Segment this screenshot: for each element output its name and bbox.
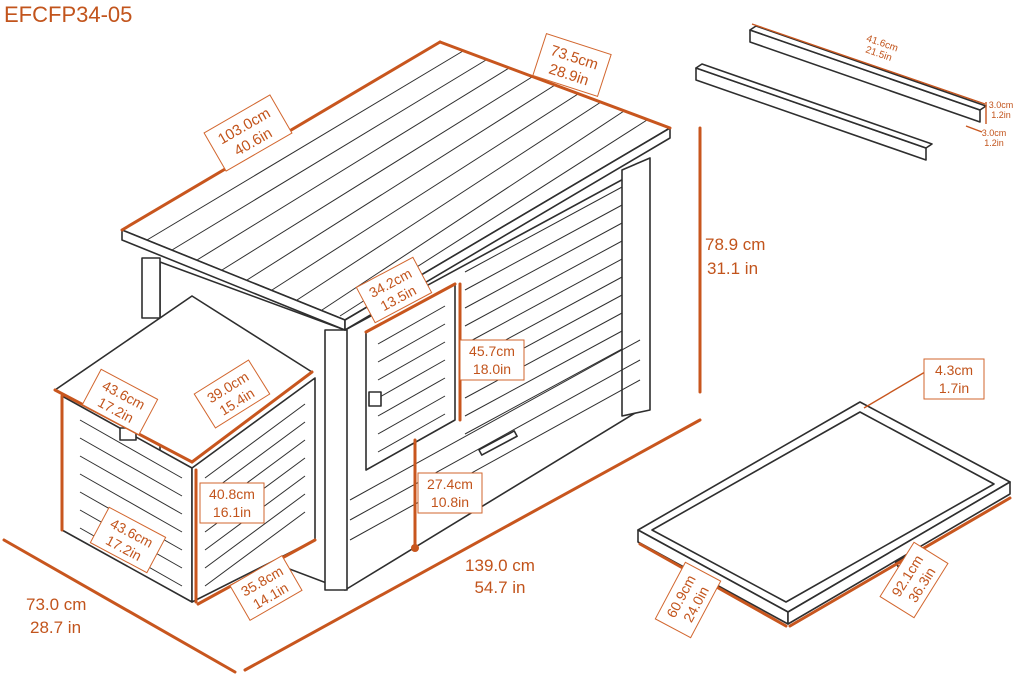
coop-door-slats (377, 305, 446, 453)
label-total-height-cm: 78.9 cm (705, 235, 765, 254)
dim-line-total-length (243, 418, 702, 672)
dim-line-nest-lid-depth (190, 370, 314, 464)
label-floor-clearance: 27.4cm 10.8in (417, 472, 483, 514)
label-perch-length: 41.6cm 21.5in (864, 33, 900, 64)
label-total-height: 78.9 cm 31.1 in (705, 235, 765, 278)
label-door-height-in: 18.0in (473, 361, 511, 377)
tray-inner (651, 411, 995, 603)
dim-line-total-depth (2, 538, 237, 674)
label-floor-clearance-in: 10.8in (431, 494, 469, 510)
label-total-depth-in: 28.7 in (30, 618, 81, 637)
label-tray-edge-height: 4.3cm 1.7in (923, 358, 985, 400)
tray-side-edge (787, 481, 1011, 625)
label-perch-section-b-cm: 3.0cm (982, 128, 1007, 138)
coop-leg-back-left (141, 257, 161, 319)
coop-roof-planks (146, 50, 648, 317)
label-nest-lid-width: 43.6cm 17.2in (81, 368, 159, 436)
label-perch-section-b-in: 1.2in (984, 138, 1004, 148)
coop-illustration (54, 41, 671, 603)
label-total-length-in: 54.7 in (474, 578, 525, 597)
label-door-height: 45.7cm 18.0in (459, 339, 525, 381)
label-nest-height-cm: 40.8cm (209, 486, 255, 502)
perch-bars (695, 25, 987, 161)
droppings-tray (637, 401, 1011, 625)
dim-end-dot (411, 544, 419, 552)
product-code: EFCFP34-05 (4, 2, 132, 27)
label-roof-depth: 73.5cm 28.9in (532, 32, 612, 98)
perch-bar-lower-top (695, 63, 933, 149)
label-total-length: 139.0 cm 54.7 in (465, 556, 535, 597)
coop-bottom-slats (349, 339, 641, 541)
label-nest-height-in: 16.1in (213, 504, 251, 520)
label-perch-section-b: 3.0cm 1.2in (982, 128, 1007, 148)
dim-line-perch-section-b (965, 125, 983, 133)
label-nest-front: 43.6cm 17.2in (89, 506, 167, 574)
label-tray-edge-in: 1.7in (939, 380, 969, 396)
label-total-length-cm: 139.0 cm (465, 556, 535, 575)
label-perch-section-a: 3.0cm 1.2in (989, 100, 1014, 120)
label-tray-width: 60.9cm 24.0in (654, 561, 722, 639)
dim-line-roof-depth (438, 40, 672, 130)
label-perch-section-a-cm: 3.0cm (989, 100, 1014, 110)
label-total-depth: 73.0 cm 28.7 in (26, 595, 86, 637)
coop-leg-front-left (324, 329, 348, 591)
door-latch-icon (368, 391, 382, 407)
tray-handle-icon (478, 430, 518, 456)
label-door-height-cm: 45.7cm (469, 343, 515, 359)
label-floor-clearance-cm: 27.4cm (427, 476, 473, 492)
dim-line-door-width (364, 282, 457, 334)
label-total-depth-cm: 73.0 cm (26, 595, 86, 614)
coop-leg-front-right (621, 157, 651, 417)
dim-line-perch-length (751, 23, 986, 105)
coop-roof-edge-front (344, 127, 671, 331)
dim-leader-tray-edge (863, 371, 926, 409)
dim-line-tray-length (788, 496, 1012, 628)
label-tray-edge-cm: 4.3cm (935, 362, 973, 378)
label-nest-height: 40.8cm 16.1in (199, 482, 265, 524)
label-total-height-in: 31.1 in (707, 259, 758, 278)
label-perch-section-a-in: 1.2in (991, 110, 1011, 120)
